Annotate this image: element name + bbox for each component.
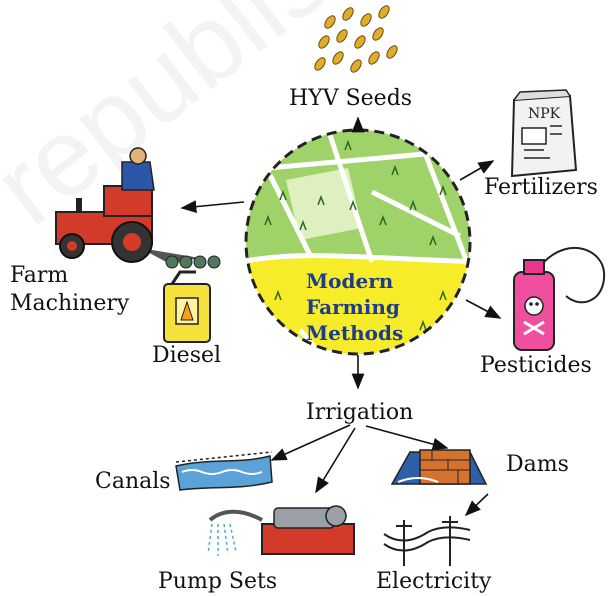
label-dams: Dams xyxy=(506,452,569,477)
label-electricity: Electricity xyxy=(376,569,492,594)
connector-arrows xyxy=(180,116,502,517)
diesel-can-icon xyxy=(163,270,211,343)
label-pesticides: Pesticides xyxy=(480,353,592,378)
label-hyv-seeds: HYV Seeds xyxy=(289,86,413,111)
canal-icon xyxy=(175,451,273,491)
center-line-3: Methods xyxy=(306,321,404,345)
central-label: Modern Farming Methods xyxy=(306,268,403,346)
electricity-pole-icon xyxy=(383,516,471,566)
label-irrigation: Irrigation xyxy=(306,400,414,425)
seeds-icon xyxy=(314,5,398,73)
pesticide-sprayer-icon xyxy=(513,246,606,351)
center-line-2: Farming xyxy=(306,295,400,319)
fertilizer-bag-label: NPK xyxy=(528,106,561,122)
label-farm-machinery-line2: Machinery xyxy=(10,291,130,316)
dam-icon xyxy=(390,449,488,485)
label-pump-sets: Pump Sets xyxy=(158,569,278,594)
label-diesel: Diesel xyxy=(152,343,222,368)
pump-set-icon xyxy=(207,505,355,556)
label-farm-machinery-line1: Farm xyxy=(10,263,69,288)
label-canals: Canals xyxy=(95,469,171,494)
fertilizer-bag-icon: NPK xyxy=(510,89,578,178)
tractor-icon xyxy=(55,147,221,269)
center-line-1: Modern xyxy=(306,269,394,293)
label-fertilizers: Fertilizers xyxy=(484,175,598,200)
